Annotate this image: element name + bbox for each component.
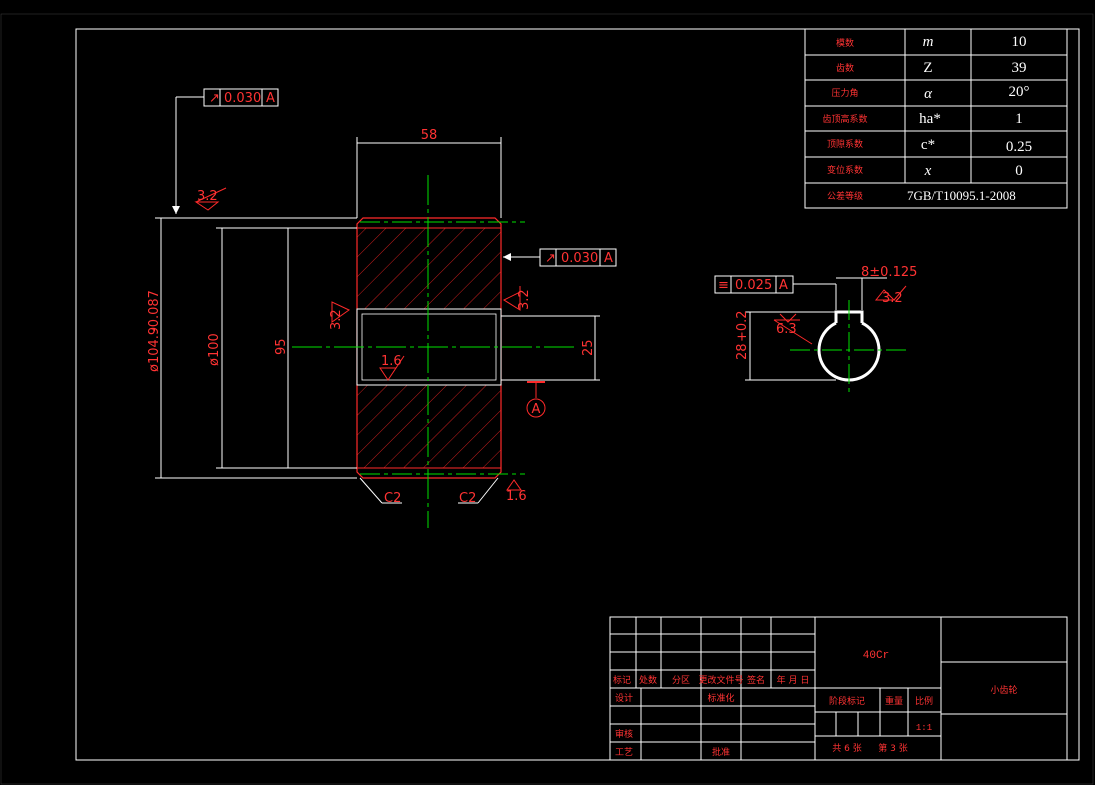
tb-approve: 批准 [712,746,730,758]
param-symbol-4: c* [921,137,935,153]
title-block: 标记 处数 分区 更改文件号 签名 年 月 日 设计 标准化 审核 工艺 批准 … [609,616,1068,761]
svg-text:1.6: 1.6 [381,354,402,369]
param-name-2: 压力角 [831,87,858,99]
tb-part-name: 小齿轮 [990,684,1017,696]
roughness-key-side: 3.2 [874,285,907,306]
gear-section-view: 58 ø104.9 -0.087 ø100 95 25 C2 C2 A [147,128,600,528]
datum-marker [526,398,546,418]
tb-process: 工艺 [615,747,633,758]
param-symbol-5: x [924,163,932,179]
dim-keyway-width: 8±0.125 [861,265,917,280]
svg-text:0.030: 0.030 [224,91,261,106]
dim-width: 58 [421,128,438,143]
roughness-face-right: 3.2 [502,286,532,311]
dim-bore: 25 [581,339,596,356]
tb-standardize: 标准化 [707,692,734,704]
roughness-face-left: 3.2 [329,301,350,330]
svg-text:3.2: 3.2 [329,309,344,330]
dim-root: 95 [274,338,289,355]
tb-scale: 比例 [915,695,933,707]
svg-text:1.6: 1.6 [506,489,527,504]
gear-parameter-table: 模数 m 10 齿数 Z 39 压力角 α 20° 齿顶高系数 ha* 1 顶隙… [804,28,1068,209]
tb-label-0: 标记 [613,674,631,686]
svg-text:↗: ↗ [209,91,220,106]
svg-text:A: A [266,91,275,106]
tb-designer: 设计 [615,692,633,704]
param-value-2: 20° [1009,84,1030,100]
runout-frame-top: ↗ 0.030 A [172,88,279,214]
keyway-view: ≡ 0.025 A 8±0.125 28 +0.2 6.3 3.2 [714,265,917,395]
chamfer-right: C2 [459,491,476,506]
roughness-key-bottom: 6.3 [773,313,813,345]
tb-label-1: 处数 [639,674,657,686]
outer-border [0,13,1094,785]
tb-label-5: 年 月 日 [777,674,810,686]
param-value-5: 0 [1015,163,1023,179]
param-value-4: 0.25 [1006,139,1032,155]
svg-text:0.025: 0.025 [735,278,772,293]
dim-keyway-depth-tol: +0.2 [735,310,750,342]
roughness-bore: 1.6 [379,354,405,381]
param-value-3: 1 [1015,111,1023,127]
svg-text:6.3: 6.3 [776,322,797,337]
tb-label-2: 分区 [672,675,690,686]
chamfer-left: C2 [384,491,401,506]
param-name-6: 公差等级 [827,190,863,202]
roughness-chamfer: 1.6 [506,479,527,504]
tb-label-4: 签名 [747,674,765,686]
param-symbol-0: m [923,34,934,50]
gear-outline [356,217,502,479]
runout-frame-side: ↗ 0.030 A [503,248,617,267]
tb-review: 审核 [615,728,633,740]
svg-text:A: A [604,251,613,266]
param-value-1: 39 [1012,60,1027,76]
dim-pitch-dia: ø100 [207,333,222,366]
param-name-0: 模数 [836,37,854,49]
dim-outer-dia-tol: -0.087 [147,290,162,332]
param-symbol-3: ha* [919,111,941,127]
param-symbol-1: Z [923,60,932,76]
param-name-4: 顶隙系数 [827,138,863,150]
hatch-top [357,228,501,309]
tb-material: 40Cr [863,650,889,662]
dim-keyway-depth: 28 [735,343,750,360]
tb-stage: 阶段标记 [829,695,865,707]
tb-label-3: 更改文件号 [698,674,743,686]
svg-text:↗: ↗ [545,251,556,266]
svg-text:≡: ≡ [718,278,729,293]
tb-sheet-total: 共 6 张 [832,743,861,754]
param-symbol-6: 7GB/T10095.1-2008 [907,188,1016,203]
param-symbol-2: α [924,86,933,102]
svg-text:3.2: 3.2 [517,289,532,310]
param-value-0: 10 [1012,34,1027,50]
tb-scale-value: 1:1 [916,723,932,733]
datum-label: A [532,402,541,417]
param-name-1: 齿数 [836,62,854,74]
param-name-5: 变位系数 [827,164,863,176]
dim-outer-dia: ø104.9 [147,327,162,372]
tb-sheet-no: 第 3 张 [878,742,907,754]
svg-text:0.030: 0.030 [561,251,598,266]
svg-text:A: A [779,278,788,293]
sheet-border [75,28,1080,761]
svg-text:3.2: 3.2 [197,189,218,204]
param-name-3: 齿顶高系数 [822,113,867,125]
roughness-outer: 3.2 [194,187,227,211]
svg-text:3.2: 3.2 [882,291,903,306]
tb-weight: 重量 [885,695,903,707]
hatch-bottom [357,385,501,468]
